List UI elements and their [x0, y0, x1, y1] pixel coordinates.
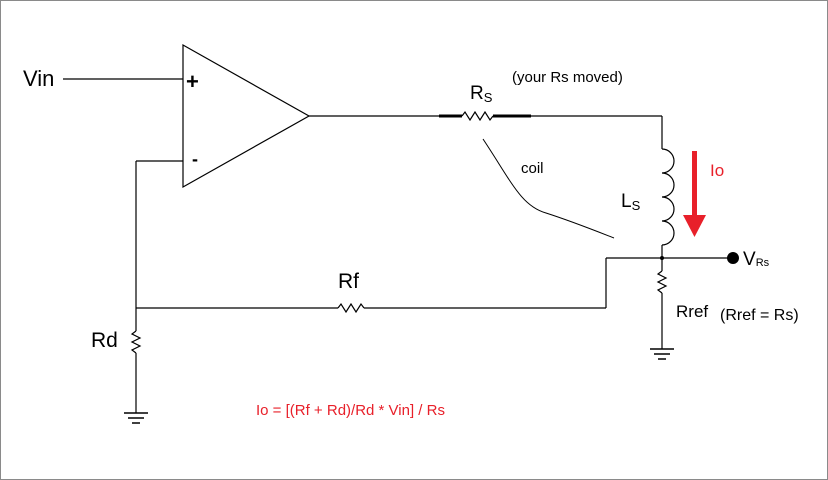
ground-rd-icon — [124, 412, 148, 424]
rd-resistor — [130, 330, 142, 354]
rs-label-sub: S — [484, 90, 493, 105]
rd-label: Rd — [91, 329, 118, 352]
rref-label: Rref — [676, 302, 708, 321]
ls-label-main: L — [621, 191, 632, 212]
ground-rref-icon — [650, 348, 674, 360]
rs-resistor — [461, 110, 494, 122]
io-current-arrow-icon — [683, 151, 706, 237]
coil-pointer-line — [482, 138, 615, 239]
rs-note: (your Rs moved) — [512, 69, 623, 86]
vrs-label: VRs — [743, 249, 770, 270]
minus-sign: - — [192, 149, 198, 169]
rref-resistor — [656, 270, 668, 294]
ls-inductor — [661, 148, 675, 246]
vrs-label-main: V — [743, 249, 756, 270]
vrs-terminal — [727, 252, 739, 264]
vin-label: Vin — [23, 66, 54, 91]
coil-label: coil — [521, 160, 544, 177]
vrs-label-sub: Rs — [756, 257, 770, 269]
equation-text: Io = [(Rf + Rd)/Rd * Vin] / Rs — [256, 402, 445, 419]
plus-sign: + — [186, 69, 199, 94]
rf-label: Rf — [338, 270, 359, 293]
io-label: Io — [710, 161, 724, 180]
ls-label-sub: S — [632, 198, 641, 213]
opamp-triangle — [182, 43, 311, 189]
rs-label: RS — [470, 83, 493, 105]
rs-label-main: R — [470, 83, 484, 104]
rf-resistor — [337, 302, 365, 314]
ls-label: LS — [621, 191, 641, 213]
rref-note: (Rref = Rs) — [720, 307, 799, 324]
